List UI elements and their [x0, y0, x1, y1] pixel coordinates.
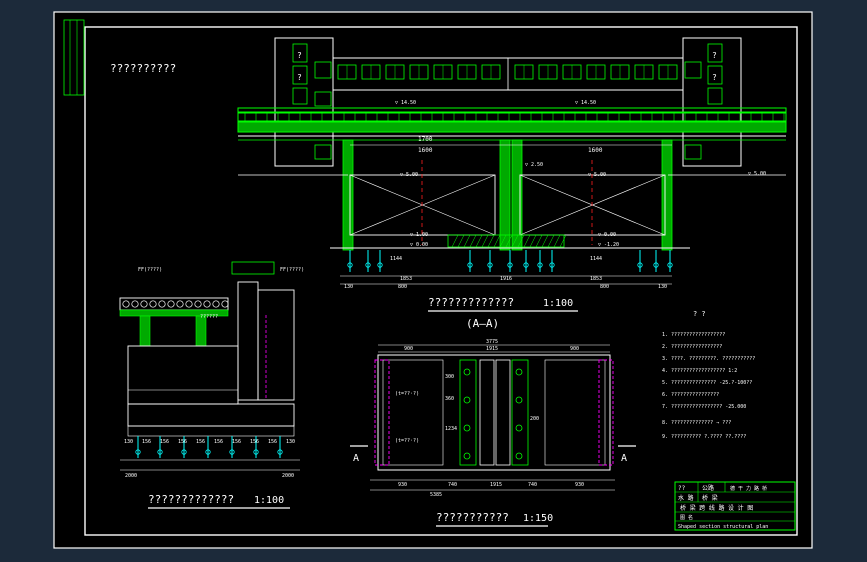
plan-dim-bot-1: 740: [448, 482, 457, 488]
elevation-scale: 1:100: [543, 298, 573, 309]
note-8: 8. ?????????????? → ???: [662, 420, 731, 426]
note-6: 6. ????????????????: [662, 392, 719, 398]
note-9: 9. ?????????? ?.???? ??.????: [662, 434, 746, 440]
svg-text:?: ?: [297, 51, 302, 60]
note-3: 3. ????. ?????????. ???????????: [662, 356, 755, 362]
plan-dim-bot-2: 1915: [490, 482, 502, 488]
elev-dim-top-2: 1600: [588, 147, 603, 154]
tb-row1-1: 公路: [702, 484, 714, 492]
plan-dim-top-1: 1915: [486, 346, 498, 352]
tb-row3: 桥 梁 跨 线 路 设 计 图: [680, 504, 753, 512]
elev-level-0: ▽ 14.50: [395, 100, 416, 106]
elev-dim-bot-2: 1853: [400, 276, 412, 282]
plan-dim-bot-0: 930: [398, 482, 407, 488]
svg-text:?: ?: [712, 51, 717, 60]
elevation-title: ?????????????: [428, 296, 514, 309]
note-1: 1. ??????????????????: [662, 332, 725, 338]
plan-section-mark-right: A: [621, 453, 627, 464]
plan-title: ???????????: [436, 511, 509, 524]
note-4: 4. ?????????????????? 1:2: [662, 368, 737, 374]
elev-dim-bot-1: 1144: [590, 256, 602, 262]
xsec-label-2: ??????: [200, 314, 218, 320]
plan-dim-bot-total: 5385: [430, 492, 442, 498]
notes-header: ? ?: [693, 310, 706, 318]
note-2: 2. ?????????????????: [662, 344, 722, 350]
top-left-title: ??????????: [110, 62, 176, 75]
elev-level-6: ▽ 0.00: [410, 242, 428, 248]
tb-row1-0: ??: [678, 485, 686, 492]
xsec-total-0: 2000: [125, 473, 137, 479]
xsec-dim-9: 130: [286, 439, 295, 445]
cross-section-title: ?????????????: [148, 493, 234, 506]
elev-level-7: ▽ -1.20: [598, 242, 619, 248]
plan-dim-1: 360: [445, 396, 454, 402]
elev-dim-base-3: 130: [658, 284, 667, 290]
elev-dim-base-1: 800: [398, 284, 407, 290]
binding-strip: [63, 19, 85, 96]
note-5: 5. ??????????????? -25.?-100??: [662, 380, 752, 386]
cross-section-view: FF(????) FF(????) 130 156 156 156 156 156 156 1…: [119, 261, 304, 509]
elevation-section-mark: (A—A): [466, 317, 499, 330]
plan-view: 3775 900 1915 900 (t=??·?) (t=??·?) 300 …: [350, 339, 636, 527]
xsec-dim-8: 156: [268, 439, 277, 445]
elevation-view: ? ? ? ?: [237, 37, 787, 330]
xsec-dim-7: 156: [250, 439, 259, 445]
elev-dim-top-1: 1600: [418, 147, 433, 154]
elev-level-5: ▽ 1.00: [410, 232, 428, 238]
xsec-dim-2: 156: [160, 439, 169, 445]
plan-dim-2: 1234: [445, 426, 457, 432]
svg-text:?: ?: [712, 73, 717, 82]
tb-row4: 图 名: [680, 514, 693, 521]
title-block: ?? 公路 德 干 力 路 桥 水 路 桥 梁 桥 梁 跨 线 路 设 计 图 …: [674, 481, 796, 531]
xsec-label-0: FF(????): [138, 267, 162, 273]
drawing-frame: [84, 26, 798, 536]
tb-row1-2: 德 干 力 路 桥: [730, 485, 767, 492]
sheet-background: [53, 11, 813, 549]
plan-center-label: (t=??·?): [395, 438, 419, 444]
elev-level-3: ▽ 5.00: [400, 172, 418, 178]
tb-row5: Shaped section structural plan: [678, 524, 768, 530]
plan-side-note: (t=??·?): [395, 391, 419, 397]
elev-level-9: ▽ 5.00: [748, 171, 766, 177]
elev-dim-base-2: 800: [600, 284, 609, 290]
plan-dim-3: 200: [530, 416, 539, 422]
plan-dim-top-total: 3775: [486, 339, 498, 345]
plan-scale: 1:150: [523, 513, 553, 524]
svg-text:?: ?: [297, 73, 302, 82]
plan-section-mark-left: A: [353, 453, 359, 464]
notes-block: ? ? 1. ?????????????????? 2. ???????????…: [662, 310, 755, 440]
xsec-total-1: 2000: [282, 473, 294, 479]
elev-dim-bot-3: 1916: [500, 276, 512, 282]
plan-dim-bot-4: 930: [575, 482, 584, 488]
elev-level-2: ▽ 2.50: [525, 162, 543, 168]
plan-dim-top-2: 900: [570, 346, 579, 352]
elev-dim-bot-0: 1144: [390, 256, 402, 262]
elev-dim-top-0: 1700: [418, 136, 433, 143]
elev-dim-bot-4: 1853: [590, 276, 602, 282]
tb-row2-1: 桥 梁: [702, 494, 718, 502]
xsec-dim-4: 156: [196, 439, 205, 445]
xsec-dim-5: 156: [214, 439, 223, 445]
plan-dim-bot-3: 740: [528, 482, 537, 488]
plan-dim-0: 300: [445, 374, 454, 380]
elev-dim-base-0: 130: [344, 284, 353, 290]
cross-section-scale: 1:100: [254, 495, 284, 506]
xsec-dim-3: 156: [178, 439, 187, 445]
xsec-label-1: FF(????): [280, 267, 304, 273]
note-7: 7. ????????????????? -25.000: [662, 404, 746, 410]
elev-level-4: ▽ 5.00: [588, 172, 606, 178]
elev-level-1: ▽ 14.50: [575, 100, 596, 106]
xsec-dim-0: 130: [124, 439, 133, 445]
tb-row2-0: 水 路: [678, 494, 694, 502]
xsec-dim-1: 156: [142, 439, 151, 445]
xsec-dim-6: 156: [232, 439, 241, 445]
elev-level-8: ▽ 0.00: [598, 232, 616, 238]
plan-dim-top-0: 900: [404, 346, 413, 352]
